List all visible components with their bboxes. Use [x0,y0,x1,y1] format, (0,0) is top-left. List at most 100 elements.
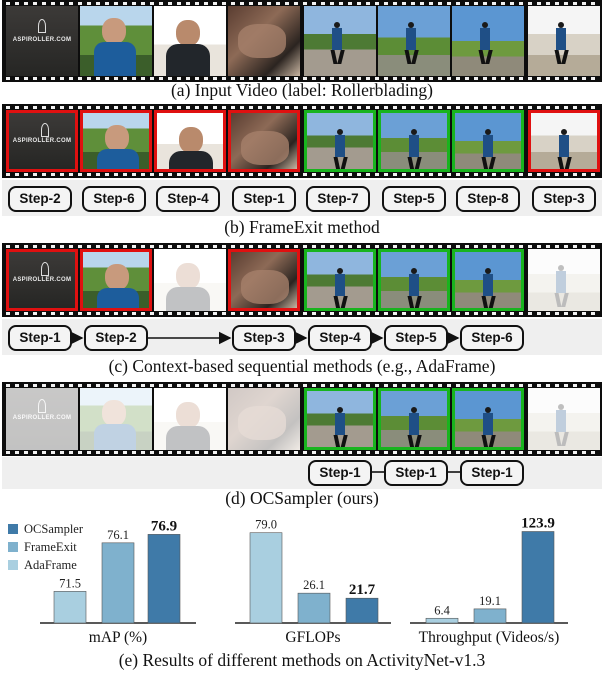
logo-mark-icon [38,399,46,414]
bar-frameexit [297,592,331,624]
step-box: Step-3 [532,186,596,212]
video-frame [378,388,450,450]
data-label: 71.5 [59,576,81,590]
skater-figure [558,404,564,410]
caption-d: (d) OCSampler (ours) [225,488,379,508]
logo-text: ASPIROLLER.COM [12,415,72,422]
video-frame [228,388,300,450]
video-frame [452,110,524,172]
video-frame [304,110,376,172]
hands-detail [241,131,289,165]
video-frame [80,110,152,172]
step-box: Step-8 [456,186,520,212]
bar-adaframe [425,617,459,624]
skater-figure [411,407,417,413]
video-frame [154,110,226,172]
video-frame: ASPIROLLER.COM [6,6,78,76]
skater-figure [485,407,491,413]
video-frame [80,388,152,450]
bar-ocsampler [345,597,379,624]
video-frame: ASPIROLLER.COM [6,388,78,450]
person-figure [179,127,203,153]
video-frame: ASPIROLLER.COM [6,249,78,311]
bar-ocsampler [147,534,181,624]
skater-figure [337,129,343,135]
video-frame [528,6,600,76]
hands-detail [238,24,286,58]
person-figure [176,402,200,428]
data-label: 76.9 [151,518,177,534]
data-label: 76.1 [107,528,129,542]
film-strip-d: ASPIROLLER.COM [2,382,602,456]
bar-frameexit [473,608,507,624]
skater-figure [408,22,414,28]
step-box: Step-1 [8,325,72,351]
logo-text: ASPIROLLER.COM [12,276,72,283]
logo-text: ASPIROLLER.COM [12,137,72,144]
video-frame [528,388,600,450]
logo-mark-icon [38,18,46,33]
video-frame [378,110,450,172]
skater-figure [411,268,417,274]
video-frame: ASPIROLLER.COM [6,110,78,172]
step-box: Step-7 [306,186,370,212]
skater-figure [411,129,417,135]
bar-ocsampler [521,531,555,624]
data-label: 6.4 [434,603,450,617]
video-frame [528,110,600,172]
video-frame [452,6,524,76]
film-strip-b: ASPIROLLER.COM [2,104,602,178]
caption-a: (a) Input Video (label: Rollerblading) [170,80,434,100]
bar-adaframe [249,532,283,624]
video-frame [154,249,226,311]
caption-c: (c) Context-based sequential methods (e.… [108,356,496,376]
logo-mark-icon [41,262,49,277]
caption-e: (e) Results of different methods on Acti… [118,650,486,670]
video-frame [80,249,152,311]
person-figure [176,263,200,289]
step-box: Step-5 [384,325,448,351]
person-figure [102,400,126,426]
video-frame [154,6,226,76]
video-frame [304,249,376,311]
video-frame [80,6,152,76]
film-strip-a: ASPIROLLER.COM [2,0,602,82]
person-figure [105,125,129,151]
step-box: Step-3 [232,325,296,351]
person-figure [102,18,126,44]
bar-frameexit [101,542,135,624]
skater-figure [558,265,564,271]
legend-swatch [8,542,18,552]
skater-figure [561,129,567,135]
step-box: Step-4 [308,325,372,351]
step-box: Step-4 [156,186,220,212]
step-box: Step-1 [460,460,524,486]
logo-text: ASPIROLLER.COM [12,36,72,43]
step-box: Step-6 [460,325,524,351]
step-box: Step-2 [8,186,72,212]
video-frame [378,249,450,311]
logo-mark-icon [41,123,49,138]
skater-figure [337,407,343,413]
step-box: Step-2 [84,325,148,351]
data-label: 21.7 [349,582,376,598]
video-frame [452,249,524,311]
legend-swatch [8,560,18,570]
hands-detail [241,270,289,304]
person-figure [176,20,200,46]
axis-label: Throughput (Videos/s) [419,629,560,646]
axis-label: GFLOPs [285,629,340,646]
skater-figure [485,129,491,135]
video-frame [228,110,300,172]
legend-label: AdaFrame [24,558,77,572]
skater-figure [337,268,343,274]
axis-label: mAP (%) [89,629,147,646]
skater-figure [485,268,491,274]
video-frame [154,388,226,450]
bar-adaframe [53,591,87,624]
step-box: Step-5 [382,186,446,212]
caption-b: (b) FrameExit method [224,217,380,237]
video-frame [304,6,376,76]
data-label: 19.1 [479,594,501,608]
hands-detail [238,406,286,440]
